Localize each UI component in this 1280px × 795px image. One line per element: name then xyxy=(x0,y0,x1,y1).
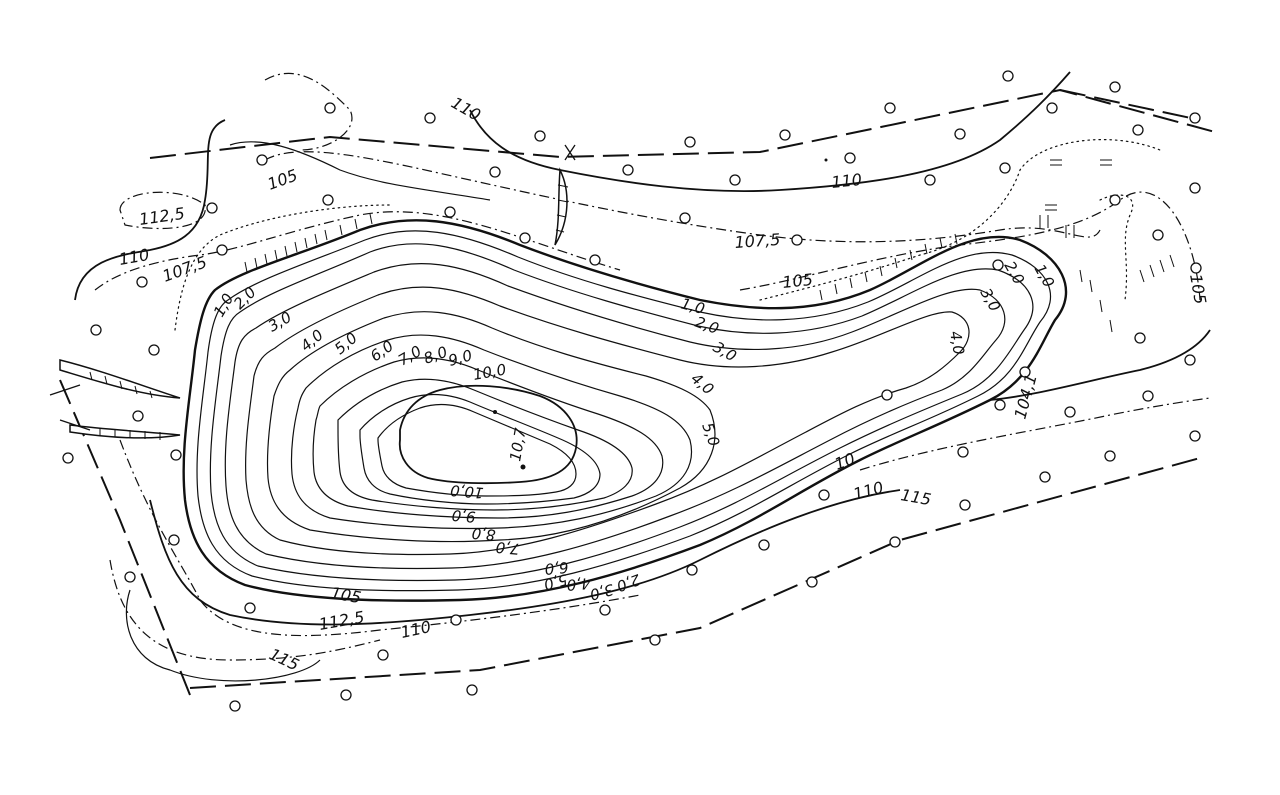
depth-label: 9,0 xyxy=(451,506,476,526)
depth-label: 7,0 xyxy=(395,342,425,370)
depth-label: 6,0 xyxy=(367,337,397,365)
depth-label: 3,0 xyxy=(588,580,616,604)
marsh-hatching xyxy=(244,159,1175,333)
depth-label: 1,0 xyxy=(679,294,707,318)
contour-label: 104,1 xyxy=(1011,372,1041,421)
depth-label: 10,0 xyxy=(450,481,485,502)
depth-label: 5,0 xyxy=(698,420,723,449)
depth-label: 5,0 xyxy=(331,329,361,358)
contour-label: 115 xyxy=(899,485,932,509)
depth-label: 5,0 xyxy=(542,570,570,594)
depth-label: 8,0 xyxy=(421,343,450,368)
contour-label: 115 xyxy=(266,644,302,674)
contour-label: 105 xyxy=(329,583,362,607)
depth-label: 2,0 xyxy=(1001,258,1029,288)
depth-label: 4,0 xyxy=(946,330,968,357)
contour-label: 107,5 xyxy=(160,252,210,286)
contour-label: 105 xyxy=(265,165,300,193)
contour-label: 105 xyxy=(781,270,813,292)
contour-label: 105 xyxy=(1186,272,1210,305)
contour-label: 112,5 xyxy=(138,204,186,229)
depth-label: 7,0 xyxy=(495,538,520,558)
depth-isobaths xyxy=(182,219,1068,602)
contour-label: 110 xyxy=(117,245,150,269)
contour-label: 110 xyxy=(851,478,885,504)
depth-label: 1,0 xyxy=(210,290,238,320)
contour-label: 112,5 xyxy=(317,607,365,634)
depth-label: 2,0 xyxy=(614,570,643,595)
contour-label: 107,5 xyxy=(734,230,781,252)
contour-labels: 110 110 112,5 110 107,5 105 107,5 105 10… xyxy=(117,93,1210,675)
depth-labels: 1,0 2,0 3,0 4,0 5,0 6,0 7,0 8,0 9,0 10,0… xyxy=(210,258,1058,604)
depth-label: 2,0 xyxy=(230,283,260,313)
depth-label: 1,0 xyxy=(1031,261,1059,291)
depth-label: 4,0 xyxy=(566,574,591,594)
depth-label: 6,0 xyxy=(544,558,569,578)
depth-label: 10,7 xyxy=(506,426,530,462)
inlet-streams xyxy=(49,144,576,440)
contour-label: 110 xyxy=(830,170,862,192)
survey-points xyxy=(62,70,1202,712)
contour-label: 110 xyxy=(448,93,484,125)
terrain-contours xyxy=(74,71,1211,682)
depth-label: 3,0 xyxy=(710,338,740,366)
depth-label: 3,0 xyxy=(977,285,1005,315)
depth-label: 8,0 xyxy=(471,524,496,544)
shoreline xyxy=(182,219,1068,602)
depth-label: 2,0 xyxy=(693,313,722,338)
depth-label: 10,0 xyxy=(472,360,508,384)
depth-label: 9,0 xyxy=(446,346,474,370)
depth-label: 3,0 xyxy=(265,308,295,336)
